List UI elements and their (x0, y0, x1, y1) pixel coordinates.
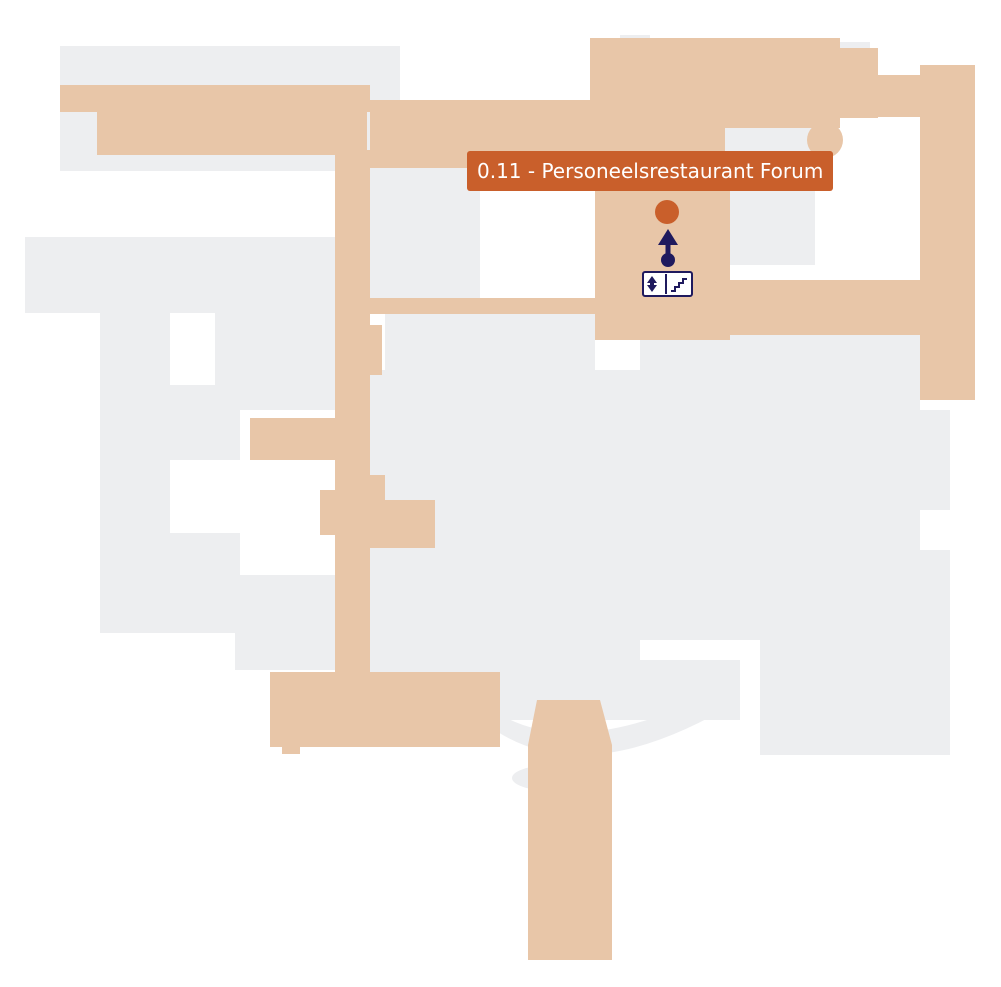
building-grey-areas (25, 35, 950, 792)
destination-label[interactable]: 0.11 - Personeelsrestaurant Forum (467, 151, 834, 191)
elevator-stairs-badge (642, 271, 693, 297)
route-arrow-icon (658, 229, 678, 267)
destination-dot-icon[interactable] (655, 200, 679, 224)
elevator-icon (647, 276, 657, 292)
stairs-icon (671, 278, 687, 292)
